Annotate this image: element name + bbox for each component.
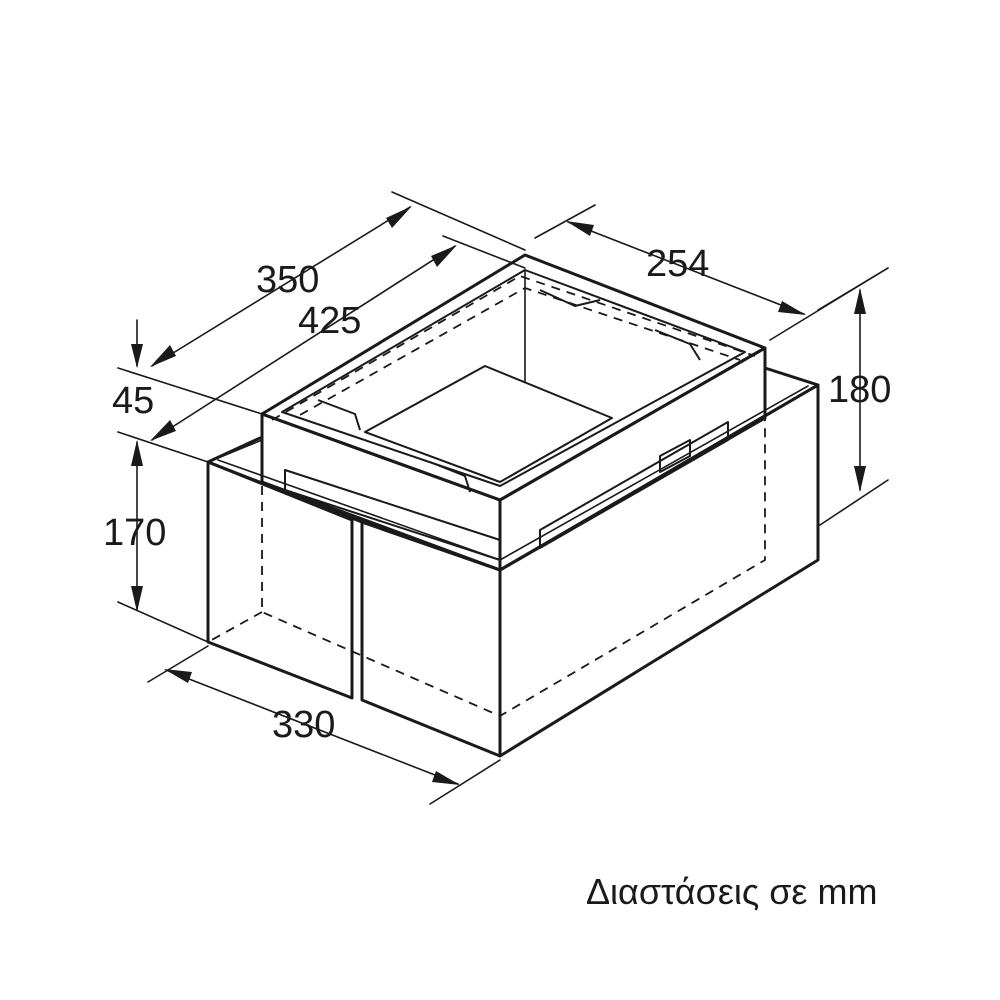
dim-line-425	[151, 245, 456, 441]
label-170: 170	[103, 512, 166, 554]
arrow-425-b	[431, 245, 457, 267]
insert-box	[260, 253, 767, 572]
arrow-254-a	[566, 221, 594, 236]
arrow-425-a	[150, 420, 176, 441]
base-right-panel	[498, 383, 820, 758]
dim-line-330	[165, 669, 459, 785]
ext-254-start	[534, 204, 596, 239]
ext-170-bottom	[117, 601, 209, 643]
base-rim-left	[206, 436, 262, 464]
insert-top-inner	[281, 269, 746, 487]
insert-top-rim	[260, 253, 767, 502]
ext-425-end	[442, 235, 526, 269]
arrow-350-b	[386, 206, 412, 228]
base-front-panel	[360, 520, 502, 758]
label-425: 425	[298, 300, 361, 342]
arrow-180-b	[854, 466, 866, 492]
arrow-45-a	[131, 344, 143, 368]
insert-floor-plate	[364, 365, 613, 483]
label-350: 350	[256, 259, 319, 301]
ext-425-start	[117, 431, 209, 463]
clip-left	[317, 399, 361, 431]
ext-330-start	[147, 645, 209, 683]
dim-height-left: 170	[103, 440, 209, 643]
base-left-panel	[206, 460, 354, 700]
label-180: 180	[828, 369, 891, 411]
dim-depth: 350 425	[117, 191, 526, 463]
dim-offset: 45	[112, 319, 154, 422]
dim-width-top: 254	[534, 204, 889, 341]
arrow-180-a	[854, 288, 866, 314]
arrow-170-b	[131, 586, 143, 612]
label-330: 330	[272, 704, 335, 746]
arrow-330-b	[432, 771, 460, 785]
arrow-350-a	[150, 345, 176, 367]
dim-line-350	[151, 206, 411, 367]
arrow-170-a	[131, 440, 143, 466]
dim-line-254	[567, 221, 805, 315]
base-hidden-edge	[261, 418, 766, 718]
dim-width-base: 330	[147, 645, 501, 805]
arrow-330-a	[164, 669, 192, 683]
ext-350-start	[117, 367, 263, 415]
slot-right-small	[659, 439, 691, 473]
ext-350-end	[391, 191, 526, 251]
base-hidden-front	[207, 611, 263, 643]
ext-180-bottom	[819, 479, 889, 526]
base-rim-inner-left	[217, 439, 263, 459]
ext-180-top	[817, 267, 889, 311]
slot-left	[284, 469, 501, 561]
dim-height-right: 180	[817, 267, 891, 526]
label-254: 254	[646, 243, 709, 285]
label-45: 45	[112, 380, 154, 422]
clip-back	[539, 289, 601, 307]
arrow-254-b	[778, 301, 806, 315]
ext-330-end	[429, 759, 501, 805]
caption-units: Διαστάσεις σε mm	[586, 871, 877, 912]
insert-hidden-top	[271, 275, 756, 421]
clip-front	[429, 461, 471, 493]
slot-right	[539, 421, 729, 549]
insert-hidden-inner	[299, 287, 741, 416]
